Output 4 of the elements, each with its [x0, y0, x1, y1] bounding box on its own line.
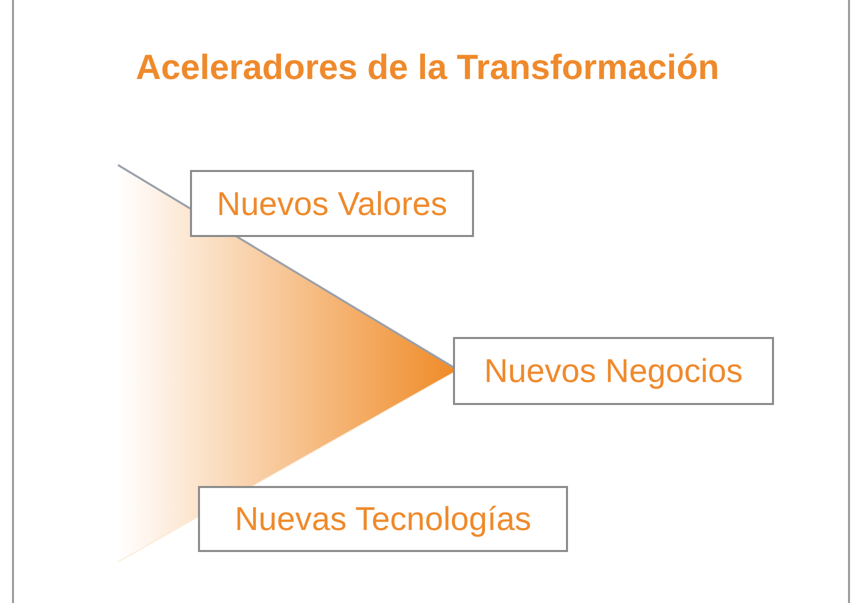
title: Aceleradores de la Transformación	[134, 48, 720, 88]
text-box: Nuevas Tecnologías	[198, 486, 568, 552]
text-box: Nuevos Negocios	[453, 337, 774, 405]
text-box: Nuevos Valores	[190, 170, 474, 237]
